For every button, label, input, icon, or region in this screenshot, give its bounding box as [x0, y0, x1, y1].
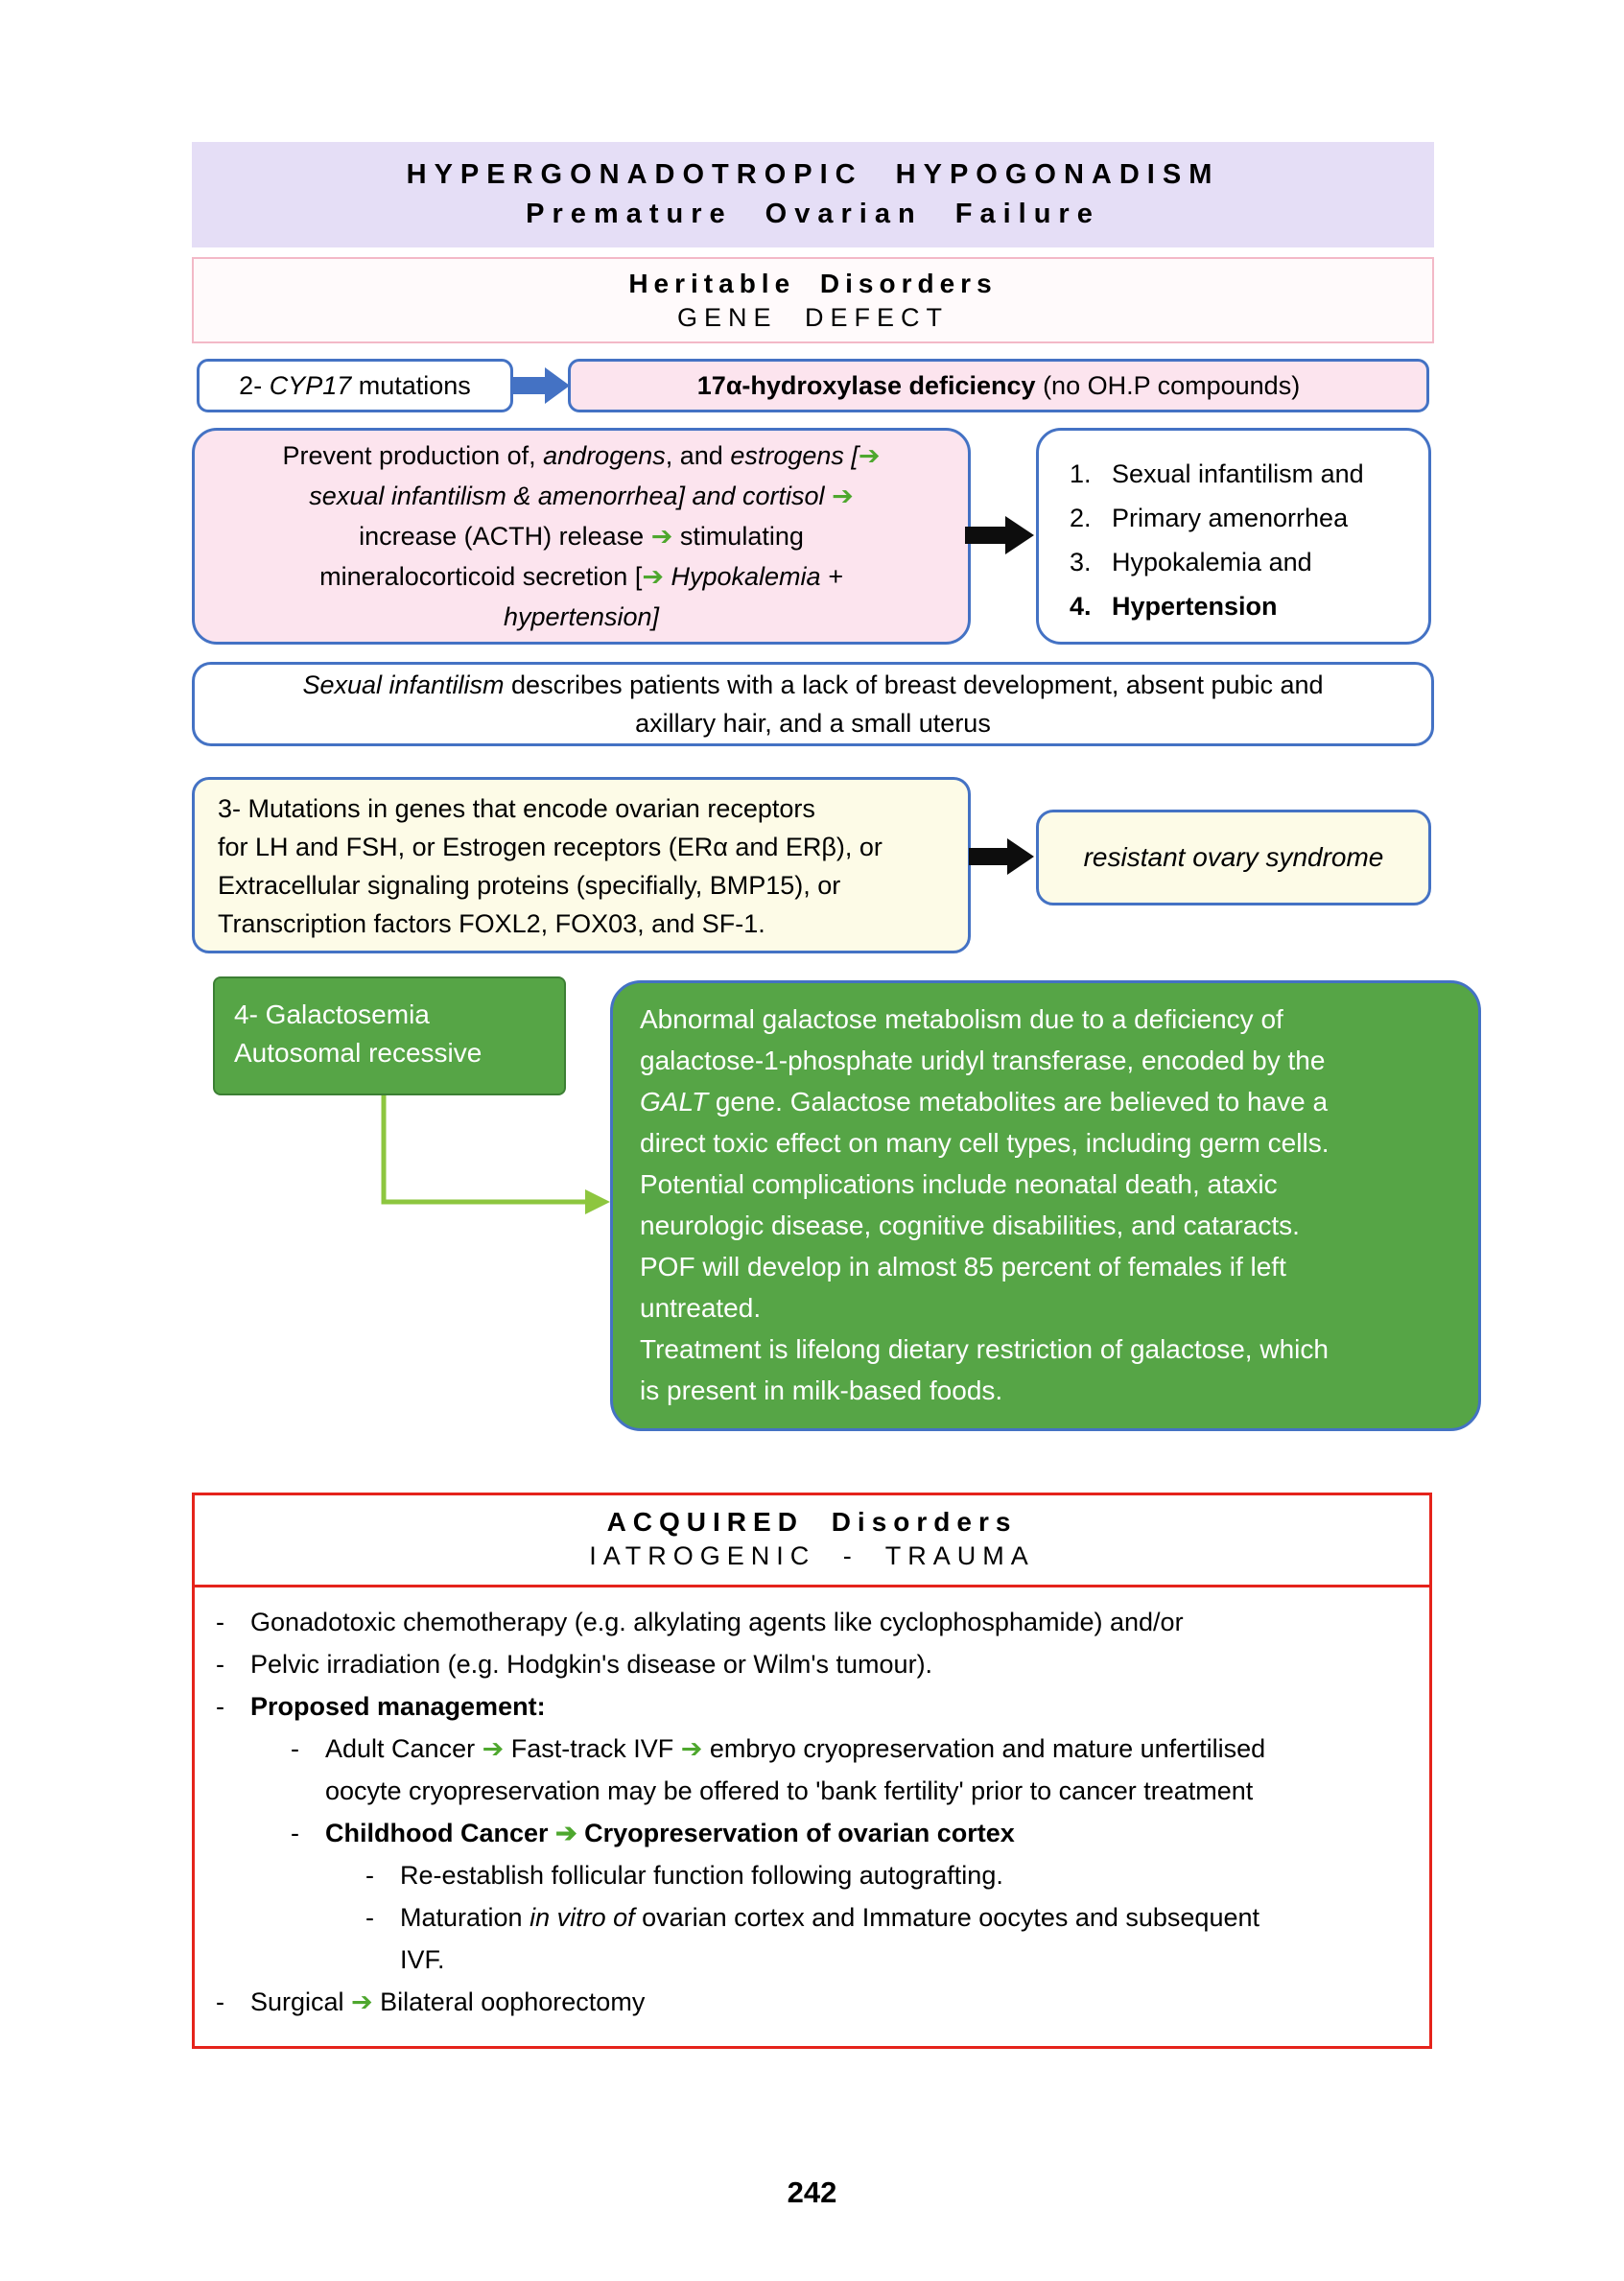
black-arrow-right-icon [969, 836, 1036, 877]
receptor-mutations-box: 3- Mutations in genes that encode ovaria… [192, 777, 971, 953]
green-elbow-arrow-icon [376, 1095, 616, 1220]
acquired-disorders-box: ACQUIRED Disorders IATROGENIC - TRAUMA -… [192, 1493, 1432, 2049]
bullet-dash: - [216, 1608, 224, 1636]
infantilism-note-text: Sexual infantilism describes patients wi… [302, 670, 1324, 738]
consequences-box: 1. Sexual infantilism and 2. Primary ame… [1036, 428, 1431, 645]
acquired-header: ACQUIRED Disorders IATROGENIC - TRAUMA [195, 1495, 1429, 1587]
header-box: HYPERGONADOTROPIC HYPOGONADISM Premature… [192, 142, 1434, 247]
heritable-disorders-box: Heritable Disorders GENE DEFECT [192, 257, 1434, 343]
list-item: - Maturation in vitro of ovarian cortex … [216, 1896, 1402, 1981]
page-subtitle: Premature Ovarian Failure [526, 199, 1100, 229]
consequence-item: 3. Hypokalemia and [1070, 540, 1419, 584]
list-item: - Pelvic irradiation (e.g. Hodgkin's dis… [216, 1643, 1402, 1685]
list-item-text: Gonadotoxic chemotherapy (e.g. alkylatin… [250, 1608, 1184, 1636]
bullet-dash: - [291, 1734, 299, 1763]
galactosemia-line2: Autosomal recessive [234, 1038, 482, 1068]
resistant-ovary-label: resistant ovary syndrome [1083, 842, 1384, 872]
galactosemia-line1: 4- Galactosemia [234, 999, 430, 1029]
hydroxylase-deficiency-label: 17α-hydroxylase deficiency (no OH.P comp… [696, 370, 1301, 400]
galactosemia-detail-text: Abnormal galactose metabolism due to a d… [640, 1004, 1330, 1405]
consequence-text: Hypertension [1112, 592, 1278, 621]
blue-arrow-right-icon [512, 366, 572, 405]
consequence-text: Hypokalemia and [1112, 548, 1312, 576]
page-number: 242 [787, 2175, 837, 2209]
list-item-text: Childhood Cancer ➔ Cryopreservation of o… [325, 1819, 1015, 1847]
list-item: - Proposed management: [216, 1685, 1402, 1728]
acquired-title: ACQUIRED Disorders [606, 1507, 1018, 1537]
heritable-subtitle: GENE DEFECT [676, 302, 950, 332]
bullet-dash: - [365, 1861, 374, 1890]
list-item-text: Surgical ➔ Bilateral oophorectomy [250, 1987, 646, 2016]
list-item: - Surgical ➔ Bilateral oophorectomy [216, 1981, 1402, 2023]
consequence-number: 4. [1070, 592, 1092, 621]
consequence-text: Primary amenorrhea [1112, 504, 1349, 532]
list-item-text: Pelvic irradiation (e.g. Hodgkin's disea… [250, 1650, 933, 1679]
cyp17-mutations-box: 2- CYP17 mutations [197, 359, 513, 412]
list-item: - Childhood Cancer ➔ Cryopreservation of… [216, 1812, 1402, 1854]
galactosemia-detail-box: Abnormal galactose metabolism due to a d… [610, 980, 1481, 1431]
cyp17-mutations-label: 2- CYP17 mutations [239, 370, 471, 400]
consequence-number: 1. [1070, 459, 1092, 488]
consequence-item: 1. Sexual infantilism and [1070, 452, 1419, 496]
infantilism-note-box: Sexual infantilism describes patients wi… [192, 662, 1434, 746]
hydroxylase-deficiency-box: 17α-hydroxylase deficiency (no OH.P comp… [568, 359, 1429, 412]
mechanism-box: Prevent production of, androgens, and es… [192, 428, 971, 645]
acquired-subtitle: IATROGENIC - TRAUMA [589, 1541, 1035, 1570]
page-title: HYPERGONADOTROPIC HYPOGONADISM [406, 159, 1220, 190]
galactosemia-box: 4- Galactosemia Autosomal recessive [213, 976, 566, 1095]
consequence-number: 2. [1070, 504, 1092, 532]
bullet-dash: - [291, 1819, 299, 1847]
bullet-dash: - [216, 1987, 224, 2016]
mechanism-text: Prevent production of, androgens, and es… [282, 441, 881, 631]
list-item: - Gonadotoxic chemotherapy (e.g. alkylat… [216, 1601, 1402, 1643]
bullet-dash: - [216, 1650, 224, 1679]
list-item-text: Re-establish follicular function followi… [400, 1861, 1003, 1890]
acquired-list: - Gonadotoxic chemotherapy (e.g. alkylat… [195, 1587, 1429, 2046]
list-item-text: Adult Cancer ➔ Fast-track IVF ➔ embryo c… [325, 1734, 1266, 1805]
list-item: - Adult Cancer ➔ Fast-track IVF ➔ embryo… [216, 1728, 1402, 1812]
receptor-mutations-text: 3- Mutations in genes that encode ovaria… [218, 794, 883, 938]
list-item-text: Maturation in vitro of ovarian cortex an… [400, 1903, 1259, 1974]
bullet-dash: - [365, 1903, 374, 1932]
heritable-title: Heritable Disorders [628, 268, 998, 298]
bullet-dash: - [216, 1692, 224, 1721]
consequence-number: 3. [1070, 548, 1092, 576]
consequence-item: 4. Hypertension [1070, 584, 1419, 628]
list-item: - Re-establish follicular function follo… [216, 1854, 1402, 1896]
list-item-text: Proposed management: [250, 1692, 546, 1721]
consequence-text: Sexual infantilism and [1112, 459, 1364, 488]
black-arrow-right-icon [965, 514, 1036, 556]
consequence-item: 2. Primary amenorrhea [1070, 496, 1419, 540]
resistant-ovary-box: resistant ovary syndrome [1036, 810, 1431, 905]
